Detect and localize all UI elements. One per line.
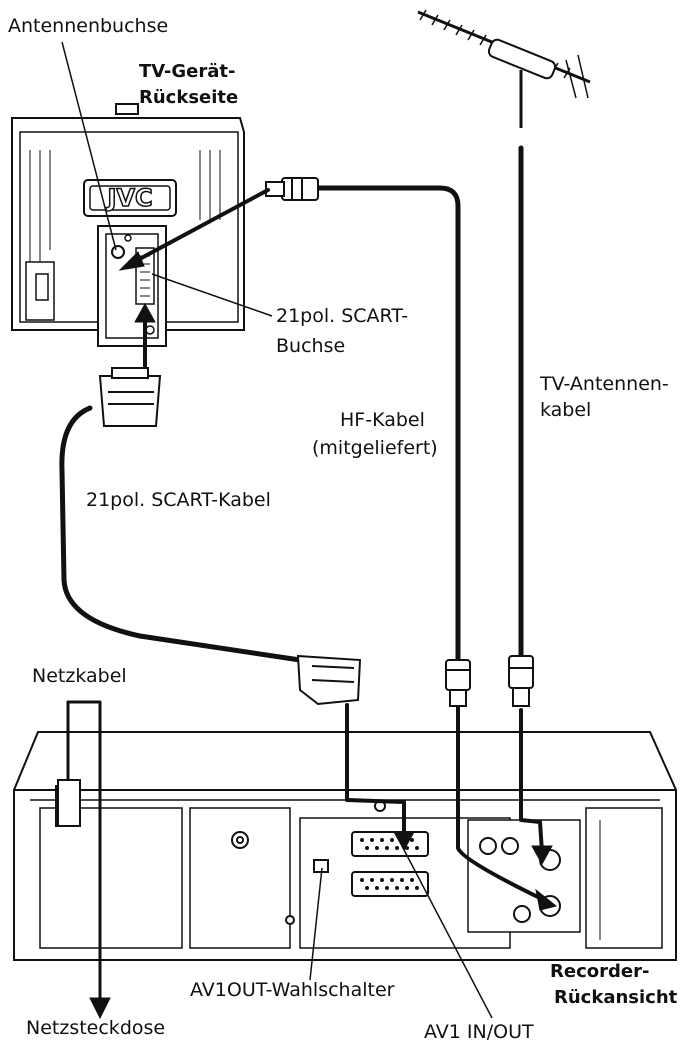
hf-plug-tv-end [265, 177, 319, 201]
leader-scart-buchse [151, 273, 273, 317]
label-antennenbuchse: Antennenbuchse [8, 15, 169, 37]
label-av1-in-out: AV1 IN/OUT [424, 1021, 534, 1043]
label-netzkabel: Netzkabel [32, 665, 127, 687]
arrowhead-mains-outlet [89, 997, 111, 1020]
label-scart-buchse-2: Buchse [276, 335, 346, 357]
tv-brand-logo: JVC [105, 184, 152, 212]
label-tv-rueckseite-2: Rückseite [139, 87, 239, 108]
mains-plug [57, 779, 81, 827]
mains-cable [66, 700, 102, 1002]
label-recorder-1: Recorder- [550, 961, 650, 982]
label-tv-antennenkabel-2: kabel [540, 399, 592, 421]
recorder-scart-pins [360, 838, 419, 890]
hf-cable-to-recorder [456, 704, 542, 900]
label-tv-rueckseite-1: TV-Gerät- [139, 61, 236, 82]
antenna-plug-recorder-end [508, 655, 534, 707]
label-tv-antennenkabel-1: TV-Antennen- [540, 373, 669, 395]
antenna-cable-to-recorder [519, 708, 544, 854]
leader-av1out-wahlschalter [309, 867, 323, 981]
label-scart-buchse-1: 21pol. SCART- [276, 305, 409, 327]
label-av1out-wahlschalter: AV1OUT-Wahlschalter [190, 979, 395, 1001]
tv-back [11, 103, 245, 347]
arrow-hf-to-antenna-socket [132, 188, 270, 264]
label-recorder-2: Rückansicht [554, 987, 678, 1008]
arrowhead-recorder-hf [535, 888, 558, 911]
scart-plug-tv-end [98, 367, 162, 427]
hf-cable [315, 185, 461, 663]
hf-plug-recorder-end [445, 659, 471, 707]
scart-cable-to-recorder [345, 703, 406, 840]
arrowhead-scart-tv [134, 302, 156, 323]
scart-cable [59, 405, 303, 663]
label-hf-kabel-1: HF-Kabel [340, 409, 425, 431]
label-netzsteckdose: Netzsteckdose [26, 1017, 166, 1039]
label-hf-kabel-2: (mitgeliefert) [312, 437, 438, 459]
scart-plug-recorder-end [296, 654, 362, 706]
leader-antennenbuchse [61, 41, 117, 251]
arrowhead-recorder-scart [393, 831, 415, 852]
arrowhead-recorder-antenna [531, 845, 553, 866]
leader-av1-in-out [401, 845, 493, 1019]
label-scart-kabel: 21pol. SCART-Kabel [86, 489, 271, 511]
tv-antenna [417, 9, 591, 128]
arrowhead-antenna-socket [118, 251, 145, 271]
